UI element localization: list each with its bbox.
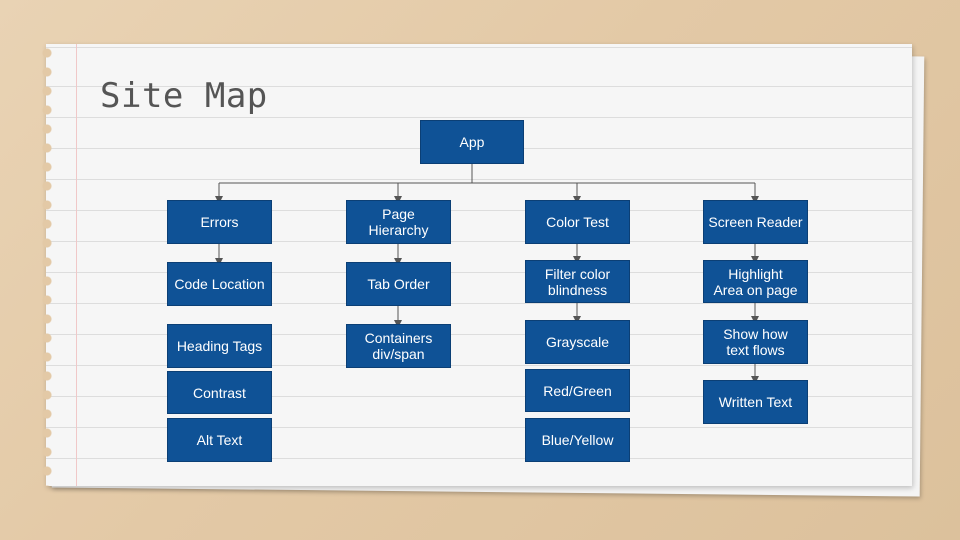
- node-grayscale: Grayscale: [525, 320, 630, 364]
- node-show-text-flows: Show how text flows: [703, 320, 808, 364]
- node-blue-yellow: Blue/Yellow: [525, 418, 630, 462]
- slide-title: Site Map: [100, 76, 268, 116]
- node-app: App: [420, 120, 524, 164]
- torn-edge: [40, 44, 54, 486]
- node-contrast: Contrast: [167, 371, 272, 414]
- node-tab-order: Tab Order: [346, 262, 451, 306]
- paper-margin-line: [76, 44, 77, 486]
- node-containers: Containers div/span: [346, 324, 451, 368]
- node-red-green: Red/Green: [525, 369, 630, 412]
- node-errors: Errors: [167, 200, 272, 244]
- node-screen-reader: Screen Reader: [703, 200, 808, 244]
- node-color-test: Color Test: [525, 200, 630, 244]
- node-filter-color-blindness: Filter color blindness: [525, 260, 630, 303]
- node-page-hierarchy: Page Hierarchy: [346, 200, 451, 244]
- node-highlight-area: Highlight Area on page: [703, 260, 808, 303]
- node-code-location: Code Location: [167, 262, 272, 306]
- node-heading-tags: Heading Tags: [167, 324, 272, 368]
- node-written-text: Written Text: [703, 380, 808, 424]
- node-alt-text: Alt Text: [167, 418, 272, 462]
